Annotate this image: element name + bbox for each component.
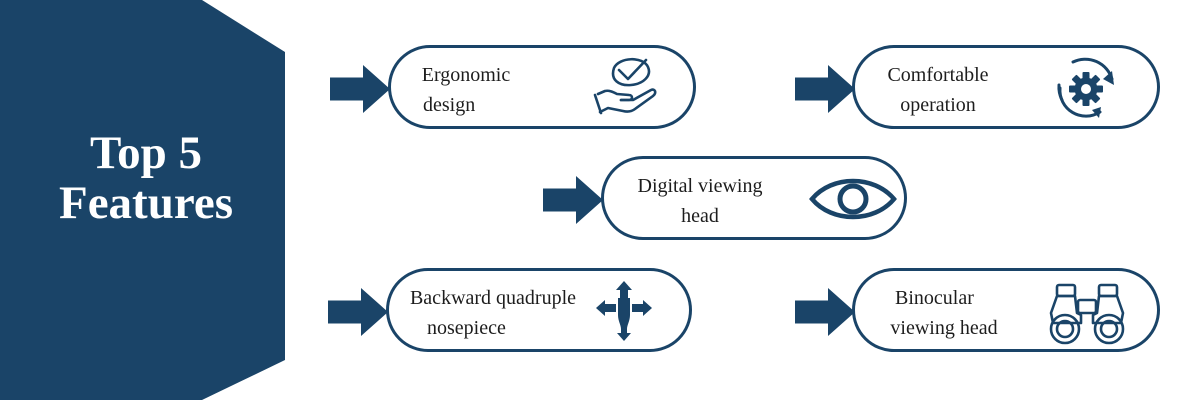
- arrow-icon: [330, 65, 390, 113]
- arrow-icon: [543, 176, 603, 224]
- feature-label: Digital viewing head: [637, 175, 763, 227]
- feature-card-binocular-viewing-head: Binocular viewing head: [852, 268, 1160, 352]
- feature-label: Backward quadruple nosepiece: [409, 287, 577, 339]
- title-banner: [0, 0, 285, 400]
- banner-title: Top 5 Features: [0, 128, 292, 228]
- feature-card-digital-viewing-head: Digital viewing head: [601, 156, 907, 240]
- four-way-arrows-icon: [594, 279, 654, 343]
- banner-title-line2: Features: [58, 177, 234, 229]
- binoculars-icon: [1047, 283, 1127, 345]
- eye-icon: [808, 174, 898, 224]
- feature-label: Binocular viewing head: [890, 287, 998, 339]
- feature-card-ergonomic-design: Ergonomic design: [388, 45, 696, 129]
- feature-label: Ergonomic design: [421, 64, 511, 116]
- hand-check-icon: [591, 54, 661, 122]
- arrow-icon: [328, 288, 388, 336]
- arrow-icon: [795, 65, 855, 113]
- arrow-icon: [795, 288, 855, 336]
- gear-cycle-icon: [1053, 55, 1119, 121]
- feature-label: Comfortable operation: [887, 64, 989, 116]
- feature-card-comfortable-operation: Comfortable operation: [852, 45, 1160, 129]
- feature-card-backward-quadruple-nosepiece: Backward quadruple nosepiece: [386, 268, 692, 352]
- banner-title-line1: Top 5: [90, 127, 202, 179]
